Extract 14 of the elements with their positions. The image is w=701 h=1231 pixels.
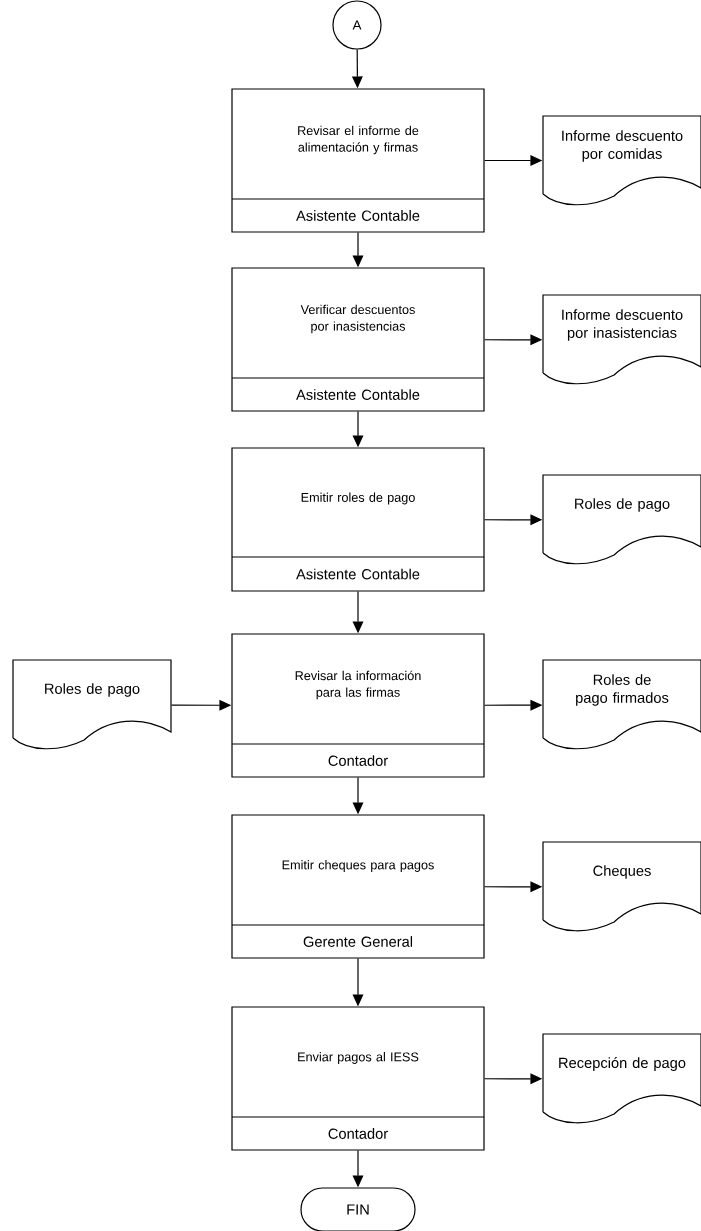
document-shape: Cheques [542, 841, 701, 932]
process-box: Emitir cheques para pagos Gerente General [231, 814, 485, 959]
document-shape: Roles de pago [12, 659, 172, 750]
terminator: FIN [300, 1187, 416, 1231]
process-box: Enviar pagos al IESS Contador [231, 1006, 485, 1151]
document-shape: Informe descuento por inasistencias [542, 294, 701, 385]
process-box: Emitir roles de pago Asistente Contable [231, 447, 485, 592]
document-shape: Informe descuento por comidas [542, 115, 701, 206]
document-shape: Roles de pago firmados [542, 659, 701, 750]
process-box: Verificar descuentos por inasistencias Asistente Contable [231, 267, 485, 412]
document-shape: Roles de pago [542, 474, 701, 565]
document-shape: Recepción de pago [542, 1033, 701, 1124]
process-box: Revisar la información para las firmas Contador [231, 633, 485, 778]
process-box: Revisar el informe de alimentación y firmas Asistente Contable [231, 88, 485, 233]
